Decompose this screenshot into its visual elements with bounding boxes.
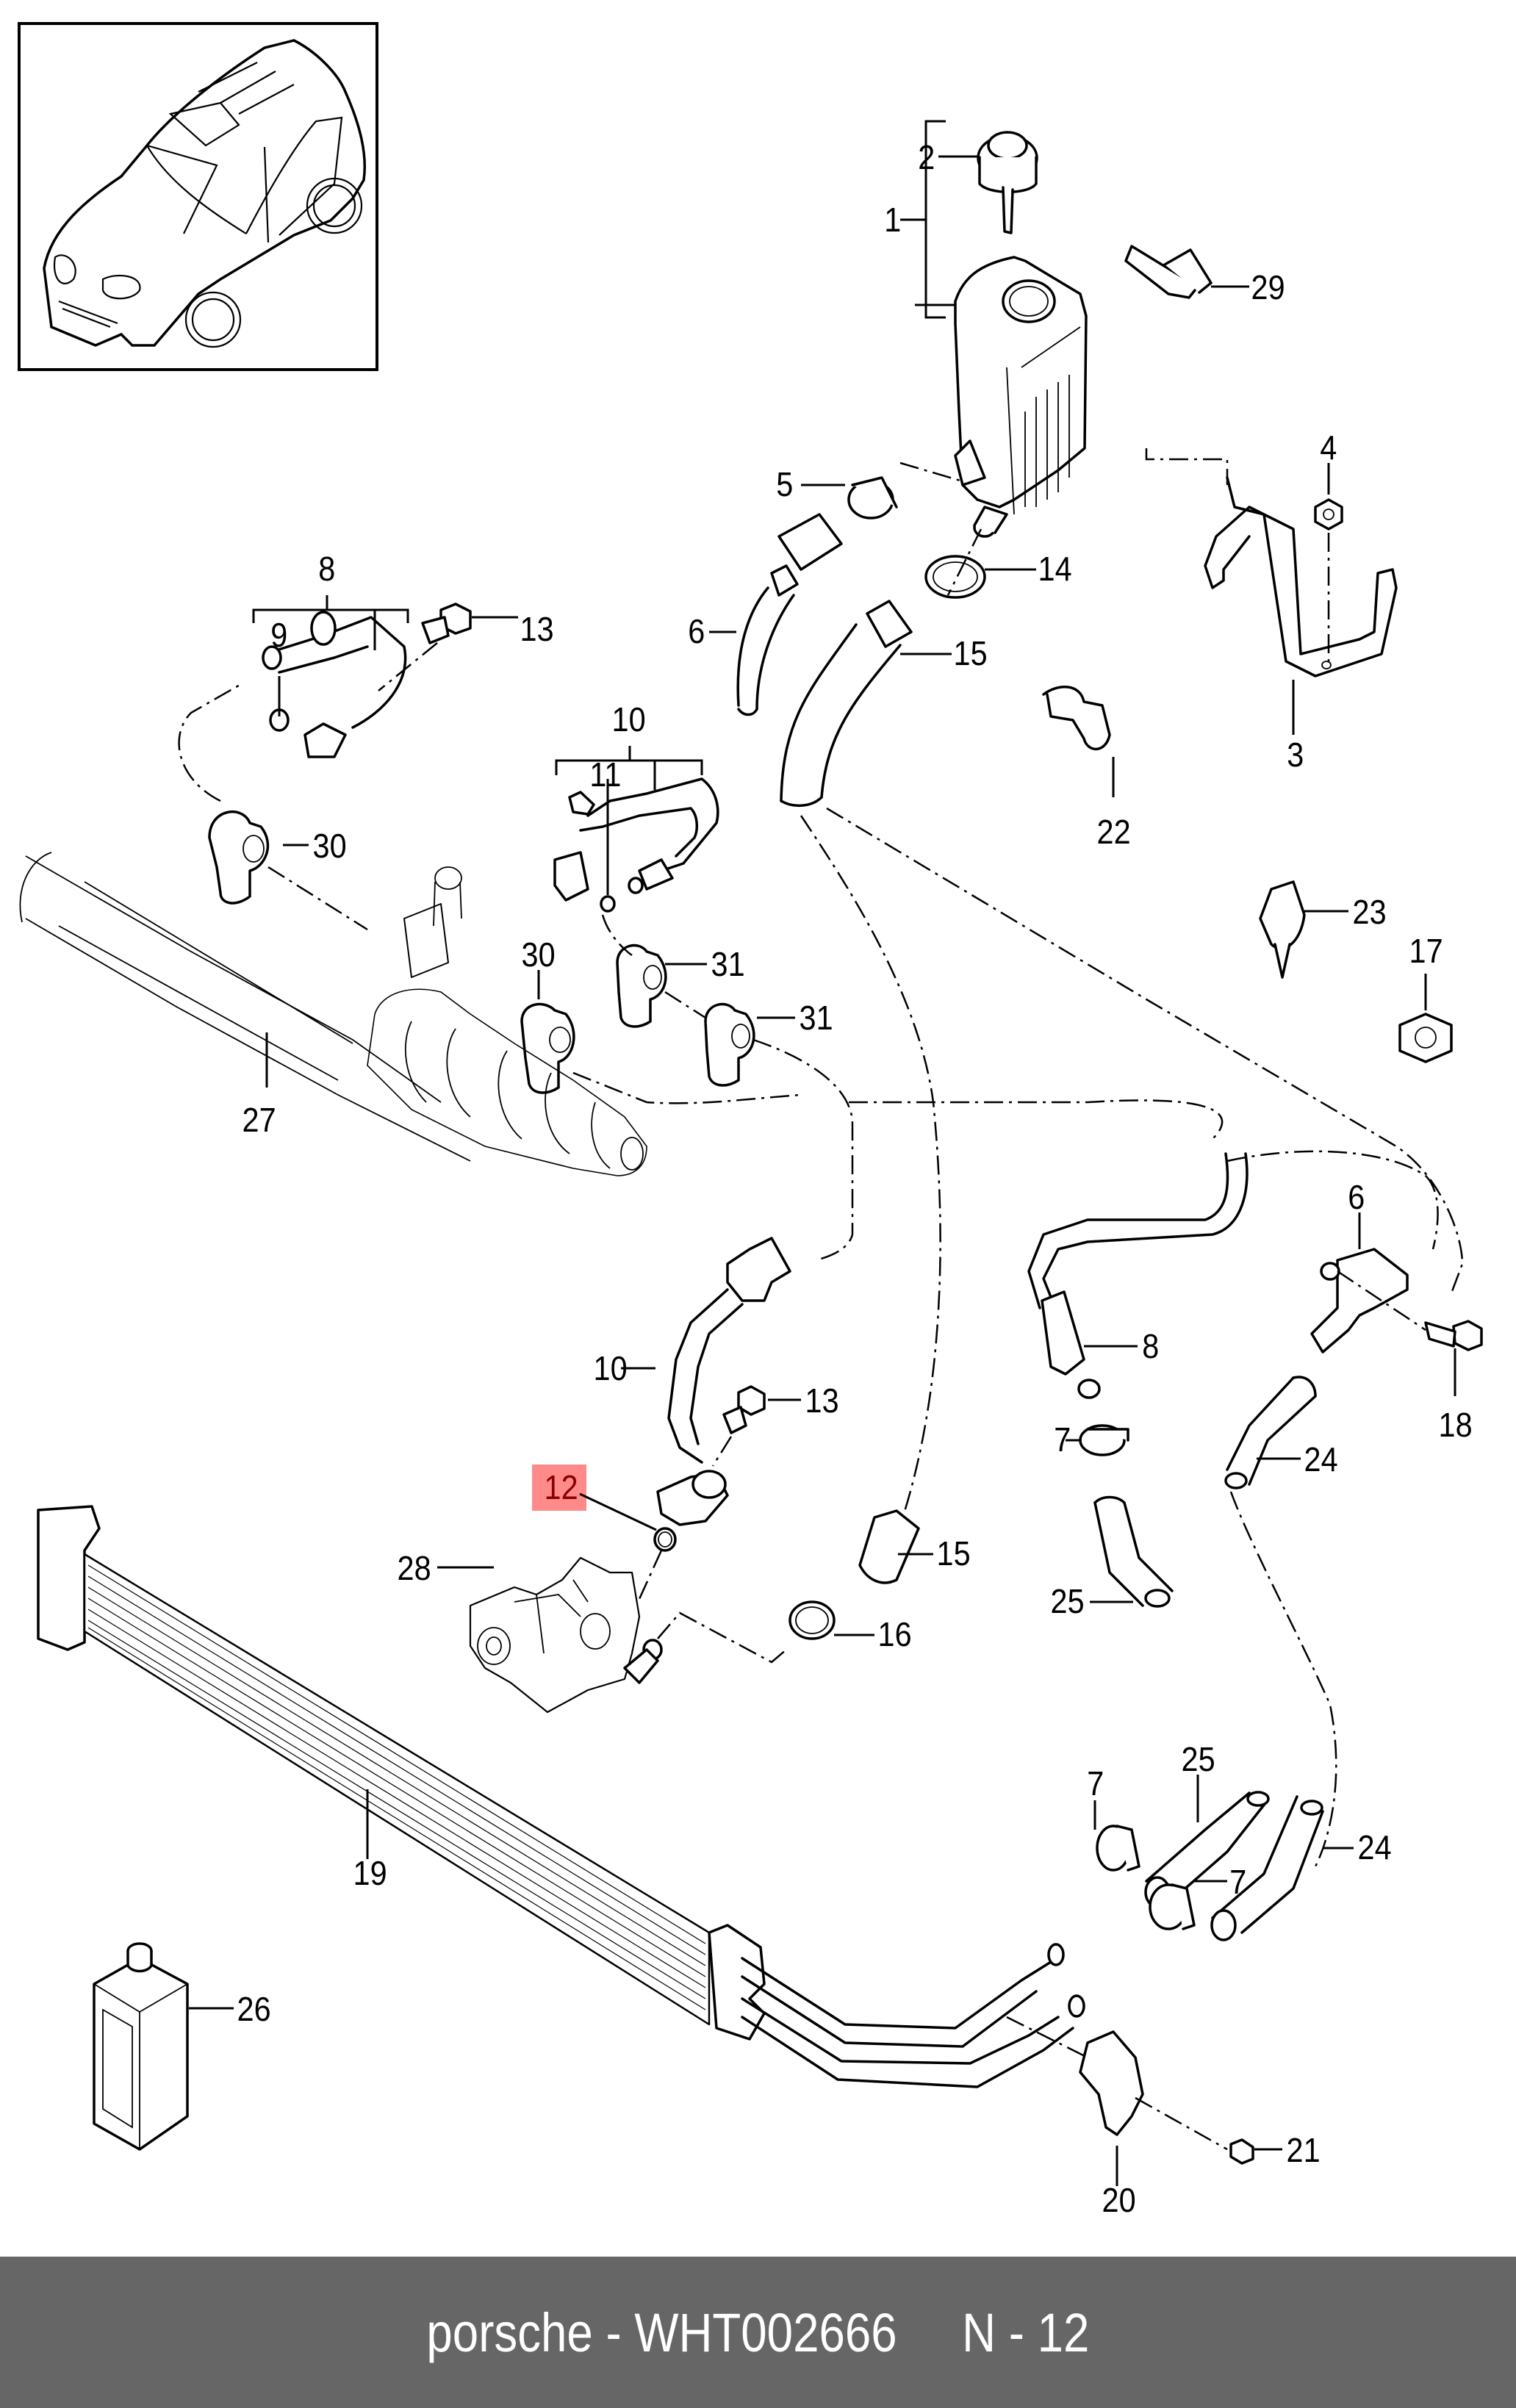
- highlight-box-12: [532, 1464, 586, 1511]
- label-15[interactable]: 15: [954, 635, 988, 673]
- label-2[interactable]: 2: [918, 139, 935, 177]
- nut-4: [1314, 498, 1343, 531]
- hose-15-upper: [780, 600, 913, 807]
- diagram-reference: N - 12: [962, 2301, 1090, 2363]
- pipe-flange: [656, 1470, 729, 1526]
- label-6[interactable]: 6: [1348, 1179, 1365, 1217]
- bushing-31-upper: [616, 944, 667, 1028]
- fluid-bottle-26: [93, 1942, 189, 2151]
- reservoir-cap: [977, 131, 1038, 234]
- label-7[interactable]: 7: [1054, 1421, 1071, 1459]
- spacer: [897, 2302, 962, 2363]
- label-15[interactable]: 15: [937, 1535, 971, 1573]
- brand-name: porsche: [426, 2301, 593, 2363]
- label-22[interactable]: 22: [1097, 813, 1131, 852]
- label-13[interactable]: 13: [805, 1382, 839, 1420]
- label-20[interactable]: 20: [1102, 2182, 1136, 2220]
- fitting-6-right: [1310, 1248, 1409, 1354]
- nut-17: [1398, 1013, 1453, 1063]
- hose-24-lower: [1210, 1795, 1324, 1941]
- label-31[interactable]: 31: [711, 946, 745, 984]
- label-16[interactable]: 16: [878, 1616, 912, 1654]
- parts-diagram: 1 2 29 4 5 14 6 15 3 22 23 17 8 9 13 10 …: [18, 22, 1483, 2220]
- label-18[interactable]: 18: [1439, 1406, 1473, 1445]
- bracket-3: [1204, 476, 1398, 678]
- label-25[interactable]: 25: [1051, 1583, 1085, 1621]
- label-1[interactable]: 1: [884, 201, 901, 240]
- part-number: WHT002666: [634, 2301, 897, 2363]
- reservoir-assembly: [900, 120, 1249, 538]
- bushing-30-left: [208, 811, 270, 905]
- label-3[interactable]: 3: [1287, 736, 1304, 774]
- label-8[interactable]: 8: [1142, 1328, 1159, 1366]
- clamp-7-lower-a: [1096, 1825, 1140, 1872]
- o-ring-12: [653, 1527, 677, 1552]
- clamp-14: [924, 555, 986, 599]
- label-21[interactable]: 21: [1287, 2132, 1321, 2170]
- label-30[interactable]: 30: [522, 936, 556, 974]
- callout-labels: 1 2 29 4 5 14 6 15 3 22 23 17 8 9 13 10 …: [237, 139, 1473, 2220]
- hose-25-middle: [1093, 1495, 1174, 1608]
- label-23[interactable]: 23: [1353, 894, 1387, 932]
- clamp-16: [788, 1600, 836, 1640]
- label-27[interactable]: 27: [243, 1101, 276, 1140]
- bracket-20: [1079, 2030, 1144, 2136]
- label-26[interactable]: 26: [237, 1991, 271, 2029]
- label-17[interactable]: 17: [1409, 932, 1443, 971]
- label-11[interactable]: 11: [589, 756, 621, 794]
- label-24[interactable]: 24: [1304, 1441, 1338, 1479]
- clip-29: [1124, 245, 1213, 299]
- clip-22: [1042, 686, 1111, 751]
- steering-rack-27: [19, 852, 647, 1176]
- bolt-13-lower: [722, 1385, 766, 1434]
- label-14[interactable]: 14: [1038, 550, 1072, 589]
- cooler-pipes: [741, 1943, 1085, 2088]
- hose-8-lower: [1027, 1152, 1249, 1399]
- pressure-line-10-lower: [667, 1237, 791, 1464]
- footer-caption: porsche - WHT002666 N - 12: [427, 2301, 1090, 2364]
- label-28[interactable]: 28: [398, 1550, 431, 1588]
- car-thumbnail: [18, 22, 378, 371]
- label-10[interactable]: 10: [612, 701, 646, 739]
- car-outline-icon: [43, 39, 367, 348]
- separator: -: [592, 2301, 635, 2363]
- label-19[interactable]: 19: [353, 1855, 387, 1893]
- label-24[interactable]: 24: [1358, 1829, 1392, 1867]
- bushing-30-right: [520, 1002, 575, 1094]
- hose-24-middle: [1224, 1376, 1317, 1489]
- bolt-13-upper: [421, 603, 472, 644]
- label-8[interactable]: 8: [318, 550, 335, 589]
- reservoir-tank: [954, 256, 1088, 538]
- oil-cooler-19: [37, 1505, 766, 2041]
- label-6[interactable]: 6: [688, 613, 705, 651]
- hose-6: [736, 513, 843, 716]
- clamp-5: [847, 476, 898, 520]
- label-12[interactable]: 12: [545, 1469, 578, 1507]
- pressure-line-10-upper: [553, 777, 719, 902]
- clamp-7-lower-b: [1149, 1883, 1196, 1930]
- label-7[interactable]: 7: [1229, 1863, 1246, 1902]
- clamp-7-middle: [1079, 1424, 1129, 1456]
- clip-23: [1259, 880, 1306, 979]
- bolt-21: [1229, 2138, 1254, 2165]
- label-30[interactable]: 30: [313, 827, 347, 866]
- label-5[interactable]: 5: [776, 466, 793, 504]
- label-13[interactable]: 13: [520, 611, 554, 649]
- label-7[interactable]: 7: [1087, 1765, 1104, 1803]
- seal-ring-11: [600, 895, 616, 913]
- label-9[interactable]: 9: [270, 617, 287, 655]
- bushing-31-lower: [704, 1002, 755, 1087]
- footer-bar: porsche - WHT002666 N - 12: [0, 2257, 1516, 2408]
- bolt-18: [1424, 1320, 1483, 1351]
- label-10[interactable]: 10: [594, 1350, 628, 1388]
- label-4[interactable]: 4: [1320, 429, 1337, 467]
- label-29[interactable]: 29: [1251, 269, 1285, 307]
- label-25[interactable]: 25: [1182, 1741, 1215, 1779]
- power-steering-pump-28: [469, 1556, 663, 1714]
- pressure-line-8-upper: [262, 611, 407, 758]
- label-31[interactable]: 31: [800, 999, 833, 1038]
- hose-15-lower: [858, 1509, 920, 1584]
